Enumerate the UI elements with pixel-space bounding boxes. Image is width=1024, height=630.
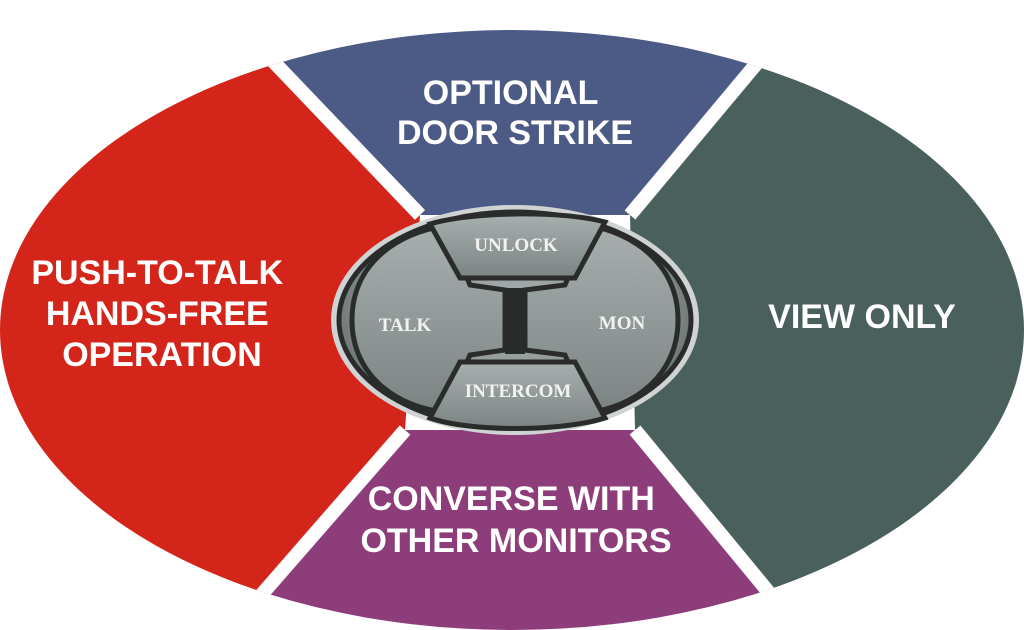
right-label-line-1: VIEW ONLY [768,298,956,336]
unlock-button[interactable]: UNLOCK [426,211,609,281]
segment-right [630,30,1024,630]
left-segment-label: PUSH-TO-TALK HANDS-FREE OPERATION [31,254,292,374]
segment-left [0,30,420,630]
bottom-label-line-1: CONVERSE WITH [368,480,655,518]
intercom-button-shape [426,359,609,431]
keypad-center-divider [505,288,525,354]
top-label-line-1: OPTIONAL [423,74,598,112]
right-segment-label: VIEW ONLY [768,298,956,336]
segment-bottom [230,430,800,630]
left-label-line-1: PUSH-TO-TALK [31,254,283,292]
segment-top [212,30,812,215]
bottom-segment-label: CONVERSE WITH OTHER MONITORS [360,480,671,560]
intercom-button[interactable]: INTERCOM [426,359,609,431]
unlock-button-label: UNLOCK [474,235,558,256]
top-label-line-2: DOOR STRIKE [397,114,633,152]
left-label-line-2: HANDS-FREE [46,295,269,333]
top-segment-label: OPTIONAL DOOR STRIKE [397,74,633,152]
bottom-label-line-2: OTHER MONITORS [360,522,671,560]
mon-button-label: MON [599,313,646,334]
unlock-button-shape [426,211,609,281]
talk-button-label: TALK [379,315,432,336]
keypad: TALK MON UNLOCK INTERCOM [331,205,699,435]
intercom-button-label: INTERCOM [465,381,572,402]
talk-button[interactable]: TALK [349,223,508,415]
left-label-line-3: OPERATION [62,336,262,374]
